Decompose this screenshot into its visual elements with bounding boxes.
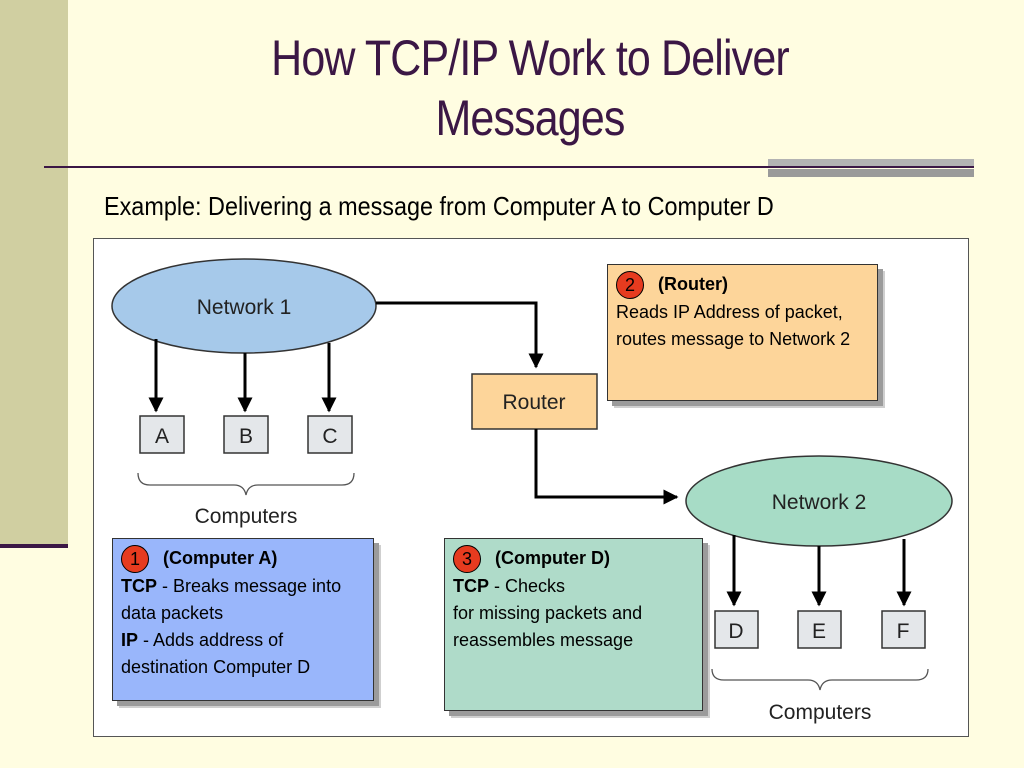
step-3-badge: 3 xyxy=(453,545,481,574)
callout-computer-d-heading: (Computer D) xyxy=(495,548,610,568)
tcp-checks: - Checks xyxy=(489,576,566,597)
computer-c-box xyxy=(307,415,353,454)
computer-a-box xyxy=(139,415,185,454)
computer-a-label: A xyxy=(155,425,169,448)
callout-computer-d-text: for missing packets and reassembles mess… xyxy=(453,603,643,651)
computer-d-box xyxy=(714,610,759,649)
diagram-frame: Network 1 A B C Computers Router Network… xyxy=(93,238,969,737)
ip-description: - Adds address of destination Computer D xyxy=(121,630,311,678)
router-box xyxy=(471,373,598,430)
computer-c-label: C xyxy=(322,425,337,448)
computer-b-box xyxy=(223,415,269,454)
computer-f-box xyxy=(881,610,926,649)
router-label: Router xyxy=(502,391,565,414)
arrow-router-to-network2 xyxy=(534,429,679,505)
tcp-term-d: TCP xyxy=(453,576,489,597)
left-decor-line xyxy=(0,544,68,548)
computers-right-brace xyxy=(711,668,929,691)
computer-f-label: F xyxy=(897,620,910,643)
step-1-badge: 1 xyxy=(121,545,149,574)
callout-computer-d-tcp: TCP - Checks xyxy=(453,573,694,600)
arrow-network1-to-router xyxy=(376,301,544,369)
network2-label: Network 2 xyxy=(772,491,867,514)
computers-left-brace xyxy=(137,472,355,496)
tcp-description: - Breaks message into data packets xyxy=(121,576,342,624)
callout-computer-a-heading: (Computer A) xyxy=(163,548,278,568)
callout-computer-a: 1 (Computer A) TCP - Breaks message into … xyxy=(112,538,374,701)
network1-label: Network 1 xyxy=(197,296,292,319)
computer-e-box xyxy=(797,610,842,649)
slide-subtitle: Example: Delivering a message from Compu… xyxy=(104,191,774,221)
callout-computer-d: 3 (Computer D) TCP - Checks for missing p… xyxy=(444,538,703,711)
callout-router-heading: (Router) xyxy=(658,274,728,294)
ip-term: IP xyxy=(121,630,139,651)
callout-computer-a-tcp: TCP - Breaks message into data packets xyxy=(121,573,365,627)
decor-bar xyxy=(768,159,974,177)
step-2-badge: 2 xyxy=(616,271,644,300)
computers-right-label: Computers xyxy=(769,701,872,724)
callout-router: 2 (Router) Reads IP Address of packet, ro… xyxy=(607,264,878,401)
computers-left-label: Computers xyxy=(195,505,298,528)
network-diagram: Network 1 A B C Computers Router Network… xyxy=(111,258,953,724)
slide-title: How TCP/IP Work to Deliver Messages xyxy=(271,30,790,146)
computer-e-label: E xyxy=(812,620,826,643)
callout-router-text: Reads IP Address of packet, routes messa… xyxy=(616,302,851,350)
title-rule xyxy=(44,166,974,168)
left-decor-band xyxy=(0,0,68,548)
tcp-term: TCP xyxy=(121,576,157,597)
computer-d-label: D xyxy=(728,620,743,643)
computer-b-label: B xyxy=(239,425,253,448)
callout-computer-a-ip: IP - Adds address of destination Compute… xyxy=(121,627,365,681)
